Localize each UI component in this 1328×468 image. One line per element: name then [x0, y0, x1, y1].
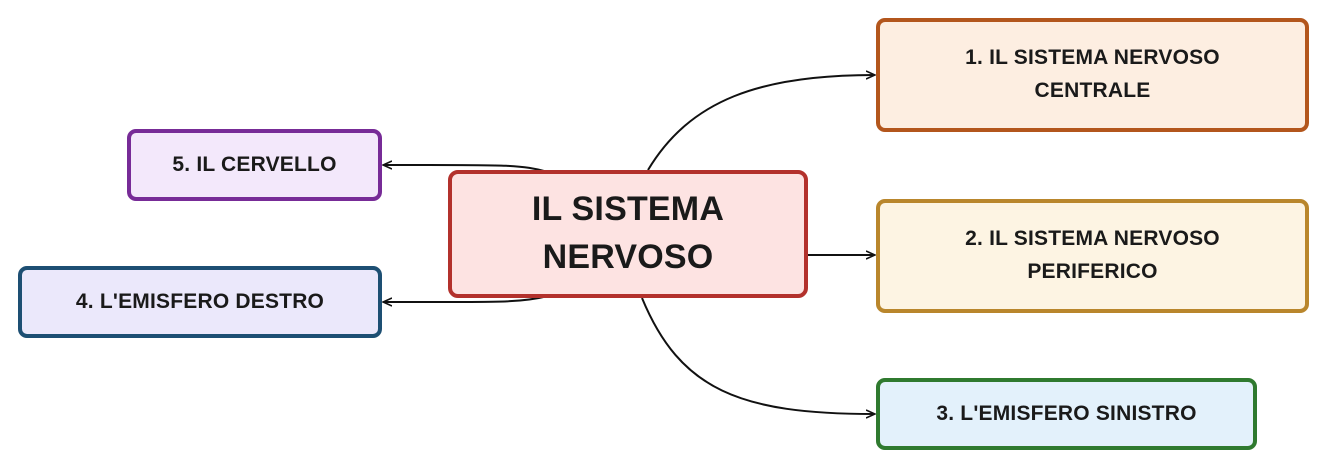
central-topic-label: IL SISTEMA NERVOSO — [531, 190, 725, 276]
topic-node-3[interactable]: 3. L'EMISFERO SINISTRO — [876, 378, 1257, 450]
connector-to-node3 — [641, 297, 874, 414]
topic-node-2[interactable]: 2. IL SISTEMA NERVOSO PERIFERICO — [876, 199, 1309, 313]
connector-to-node5 — [384, 165, 549, 173]
topic-node-1-label: 1. IL SISTEMA NERVOSO CENTRALE — [965, 46, 1220, 102]
central-topic[interactable]: IL SISTEMA NERVOSO — [448, 170, 808, 298]
topic-node-4-label: 4. L'EMISFERO DESTRO — [75, 289, 325, 313]
topic-node-5-label: 5. IL CERVELLO — [172, 152, 337, 176]
topic-node-2-label: 2. IL SISTEMA NERVOSO PERIFERICO — [965, 227, 1220, 283]
topic-node-5[interactable]: 5. IL CERVELLO — [127, 129, 382, 201]
topic-node-3-label: 3. L'EMISFERO SINISTRO — [936, 401, 1197, 425]
connector-to-node1 — [647, 75, 874, 171]
connector-to-node4 — [384, 295, 549, 302]
topic-node-1[interactable]: 1. IL SISTEMA NERVOSO CENTRALE — [876, 18, 1309, 132]
topic-node-4[interactable]: 4. L'EMISFERO DESTRO — [18, 266, 382, 338]
